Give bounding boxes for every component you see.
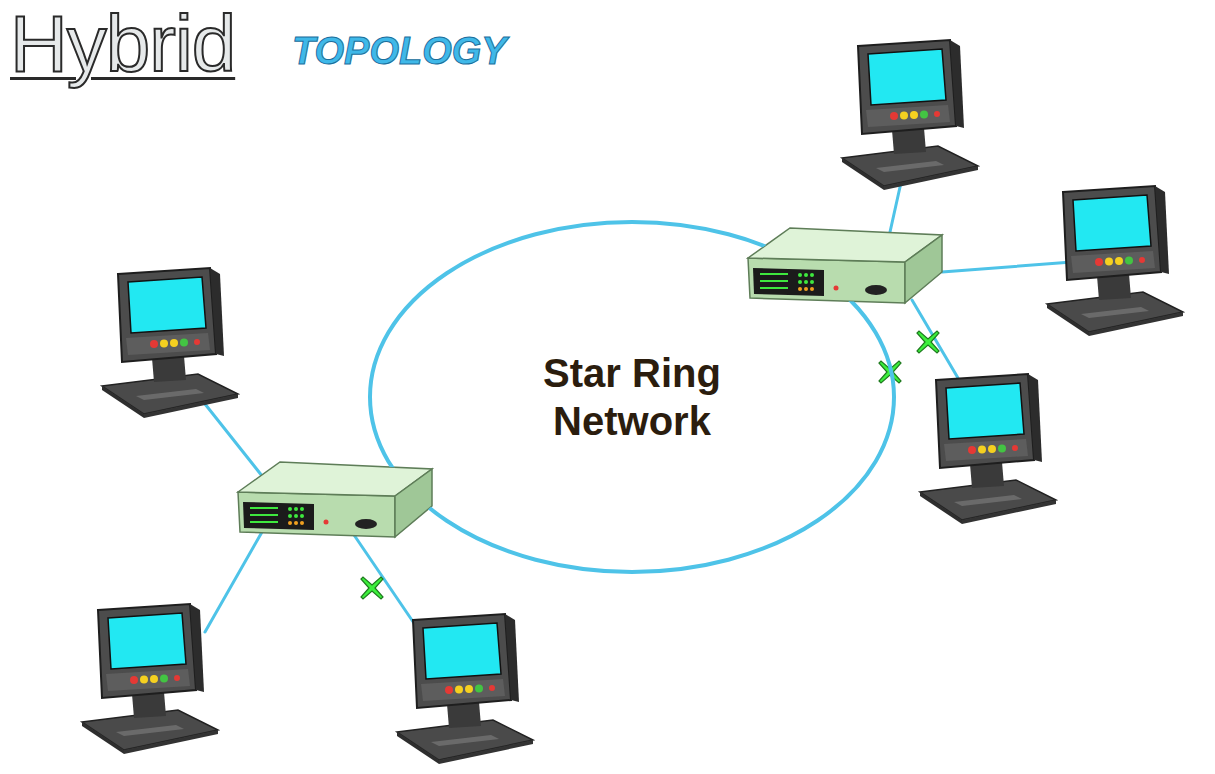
ring-label: Star Ring Network xyxy=(502,349,762,445)
subtitle-text: TOPOLOGY xyxy=(292,32,507,70)
title-text: Hybrid xyxy=(10,4,235,84)
ring-outline xyxy=(367,219,897,575)
ring-network: Star Ring Network xyxy=(367,219,897,575)
